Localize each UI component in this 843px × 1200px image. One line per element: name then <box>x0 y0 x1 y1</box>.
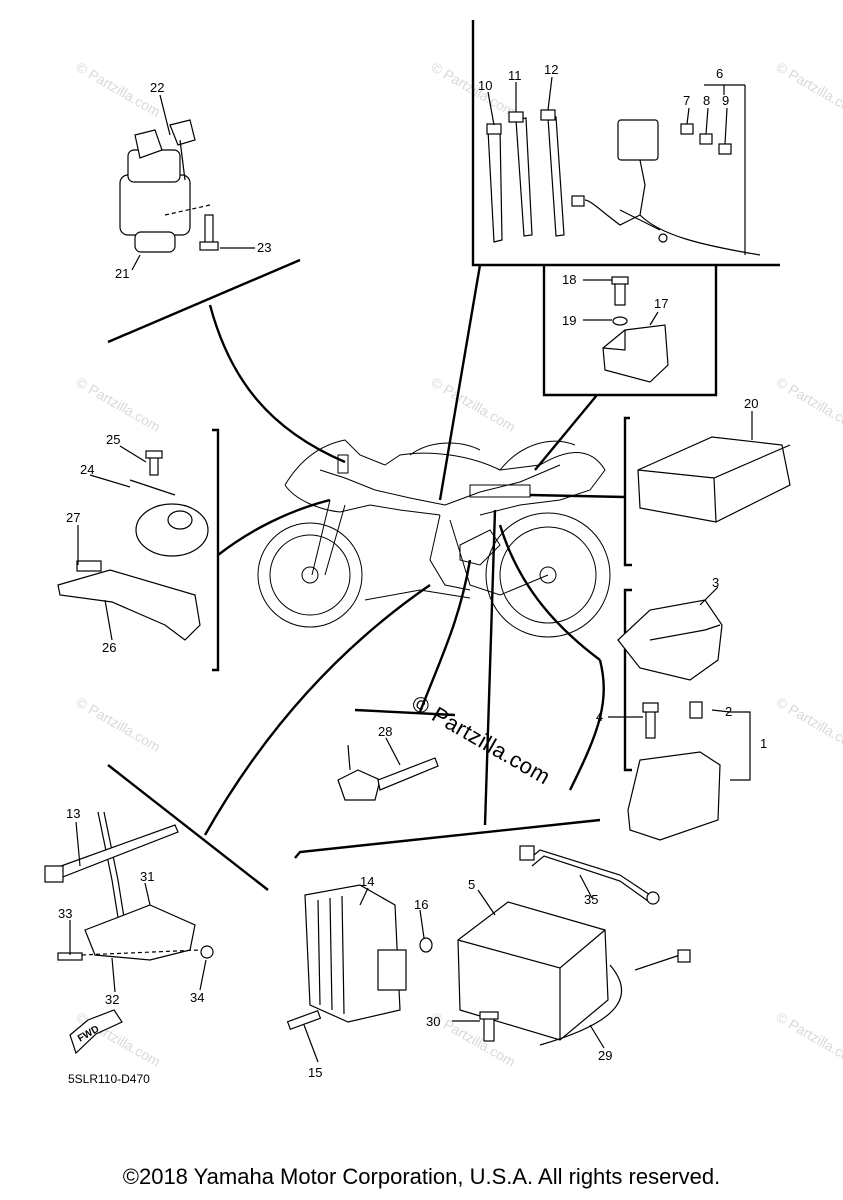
callout-14: 14 <box>360 874 374 889</box>
callout-3: 3 <box>712 575 719 590</box>
group-leaders <box>203 264 626 836</box>
watermark-text: © Partzilla.com <box>774 374 843 435</box>
callout-21: 21 <box>115 266 129 281</box>
callout-17: 17 <box>654 296 668 311</box>
group-frames <box>107 20 780 891</box>
callout-15: 15 <box>308 1065 322 1080</box>
callout-2: 2 <box>725 704 732 719</box>
callout-9: 9 <box>722 93 729 108</box>
callout-22: 22 <box>150 80 164 95</box>
battery-group <box>286 845 691 1046</box>
callout-27: 27 <box>66 510 80 525</box>
frame-sensor <box>354 708 456 717</box>
callout-35: 35 <box>584 892 598 907</box>
callout-31: 31 <box>140 869 154 884</box>
copyright-text: ©2018 Yamaha Motor Corporation, U.S.A. A… <box>122 1164 721 1189</box>
callout-1: 1 <box>760 736 767 751</box>
callout-18: 18 <box>562 272 576 287</box>
callout-12: 12 <box>544 62 558 77</box>
callout-23: 23 <box>257 240 271 255</box>
callout-4: 4 <box>596 709 603 724</box>
callout-32: 32 <box>105 992 119 1007</box>
watermark-text: © Partzilla.com <box>74 374 164 435</box>
callout-19: 19 <box>562 313 576 328</box>
callout-7: 7 <box>683 93 690 108</box>
sidestand-group <box>44 811 214 1055</box>
watermark-text: © Partzilla.com <box>774 1009 843 1070</box>
watermark-text: © Partzilla.com <box>774 59 843 120</box>
frame-relay <box>542 265 718 397</box>
frame-starter-relay <box>623 588 632 772</box>
callout-20: 20 <box>744 396 758 411</box>
frame-horn <box>212 428 220 672</box>
frame-battery <box>294 818 601 859</box>
callout-8: 8 <box>703 93 710 108</box>
callout-5: 5 <box>468 877 475 892</box>
callout-30: 30 <box>426 1014 440 1029</box>
frame-ecu <box>623 416 632 567</box>
callout-6: 6 <box>716 66 723 81</box>
watermark-text: © Partzilla.com <box>74 694 164 755</box>
watermark-text: © Partzilla.com <box>429 374 519 435</box>
diagram-code: 5SLR110-D470 <box>68 1072 150 1086</box>
callout-29: 29 <box>598 1048 612 1063</box>
horn-group <box>57 450 209 641</box>
callout-26: 26 <box>102 640 116 655</box>
callout-33: 33 <box>58 906 72 921</box>
wiring-harness-group <box>486 84 761 256</box>
watermark-text: © Partzilla.com <box>774 694 843 755</box>
callout-leaders <box>69 76 753 1063</box>
ecu-group <box>637 436 791 523</box>
relay-group <box>602 276 669 383</box>
callout-34: 34 <box>190 990 204 1005</box>
frame-wiring-harness <box>471 20 780 267</box>
callout-28: 28 <box>378 724 392 739</box>
callout-11: 11 <box>508 68 522 83</box>
callout-24: 24 <box>80 462 94 477</box>
sensor-group <box>337 744 439 801</box>
frame-main-switch <box>107 258 301 344</box>
callout-10: 10 <box>478 78 492 93</box>
frame-sidestand <box>107 764 269 891</box>
starter-relay-group <box>617 599 751 841</box>
motorcycle-outline <box>257 439 611 638</box>
callout-16: 16 <box>414 897 428 912</box>
main-switch-assembly <box>119 119 219 253</box>
callout-13: 13 <box>66 806 80 821</box>
callout-25: 25 <box>106 432 120 447</box>
